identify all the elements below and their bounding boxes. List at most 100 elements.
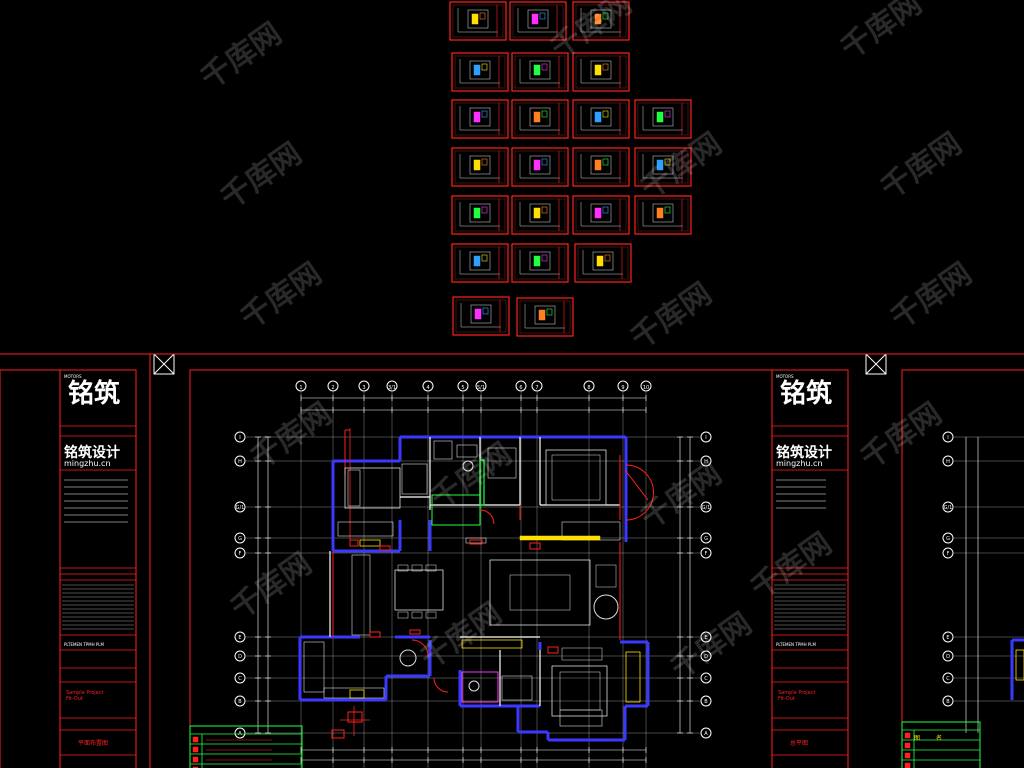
thumbnail-fill [602,12,609,20]
thumbnail-frame [451,243,509,283]
kitchen-counter [303,641,325,693]
axis-bubble-row [234,727,246,739]
chair [411,611,423,619]
legend-heading: 名 [936,734,942,742]
thumbnail-plan [592,251,614,271]
chair [397,611,409,619]
axis-bubble-label: G [704,536,708,542]
thumbnail-frame [574,243,632,283]
legend-table-right: 图名 [901,721,981,768]
axis-bubble-column [640,380,652,392]
thumbnail-fill [596,255,604,267]
thumbnail-inner [575,102,627,136]
axis-bubble-row [700,650,712,662]
sheet-main-frame [189,369,849,768]
door-patch [547,646,559,654]
thumbnail-plan [590,60,612,80]
axis-bubble-column [531,380,543,392]
thumbnail-frame [449,1,507,41]
sheet-thumbnail [572,147,630,187]
brand-logo: 铭筑 [780,378,832,409]
thumbnail-inner [637,198,689,232]
axis-bubble-label: E [704,635,707,641]
thumbnail-fill [474,308,482,320]
thumbnail-fill [533,111,541,123]
axis-bubble-row [700,631,712,643]
thumbnail-frame [634,195,692,235]
thumbnail-plan [469,203,491,223]
sheet-thumbnail [451,52,509,92]
thumbnail-plan [469,251,491,271]
thumbnail-fill [538,309,546,321]
section-marker [347,711,363,723]
door-arc [433,677,449,693]
sheet-thumbnail [574,243,632,283]
axis-bubble-label: H [946,459,950,465]
thumbnail-fill [533,207,541,219]
wardrobe [337,521,394,537]
sofa-set [489,559,591,626]
thumbnail-inner [575,4,627,38]
sheet-thumbnail [516,297,574,337]
bathtub [433,440,453,460]
axis-bubble-label: C [946,676,950,682]
bath-small [461,671,499,703]
brand-url: mingzhu.cn [64,459,111,468]
thumbnail-plan [527,9,549,29]
watermark-text: 千库网 [665,606,759,686]
sheet-thumbnail [451,147,509,187]
axis-bubble-row [700,727,712,739]
thumbnail-plan [590,203,612,223]
sheet-thumbnail [509,1,567,41]
thumbnail-frame [572,1,630,41]
axis-bubble-column [422,380,434,392]
axis-bubble-label: 6 [519,385,522,391]
thumbnail-frame [511,243,569,283]
chair [425,564,437,572]
thumbnail-inner [575,150,627,184]
door-patch [469,539,483,545]
thumbnail-inner [514,246,566,280]
axis-bubble-row [942,650,954,662]
sheet-thumbnail [452,296,510,336]
brand-url: mingzhu.cn [776,459,823,468]
thumbnail-fill [533,255,541,267]
thumbnail-fill [481,158,488,166]
watermark-text: 千库网 [835,0,929,67]
axis-bubble-label: B [704,699,708,705]
side-cabinet [401,463,428,495]
door-patch [529,542,541,550]
thumbnail-plan [467,9,489,29]
thumbnail-fill [533,64,541,76]
chair [397,564,409,572]
sheet-thumbnail [511,195,569,235]
axis-bubble-label: D [238,654,242,660]
axis-bubble-row [234,695,246,707]
thumbnail-frame [572,147,630,187]
green-partition [479,459,485,506]
watermark-text: 千库网 [855,396,949,476]
thumbnail-inner [514,102,566,136]
axis-bubble-label: H [238,459,242,465]
thumbnail-frame [452,296,510,336]
axis-bubble-label: B [946,699,950,705]
axis-bubble-label: D [704,654,708,660]
thumbnail-fill [531,13,539,25]
axis-bubble-row [700,501,712,513]
thumbnail-fill [473,255,481,267]
watermark-text: 千库网 [625,276,719,356]
watermark-text: 千库网 [195,16,289,96]
thumbnail-plan [529,203,551,223]
thumbnail-fill [539,12,546,20]
thumbnail-inner [514,198,566,232]
axis-bubble-label: G/1 [236,505,245,511]
thumbnail-plan [469,155,491,175]
watermark-text: 千库网 [885,256,979,336]
axis-bubble-row [234,650,246,662]
thumbnail-inner [637,150,689,184]
thumbnail-inner [455,299,507,333]
title-block-note: MOTORS [64,374,82,379]
cabinet-column [351,554,371,636]
